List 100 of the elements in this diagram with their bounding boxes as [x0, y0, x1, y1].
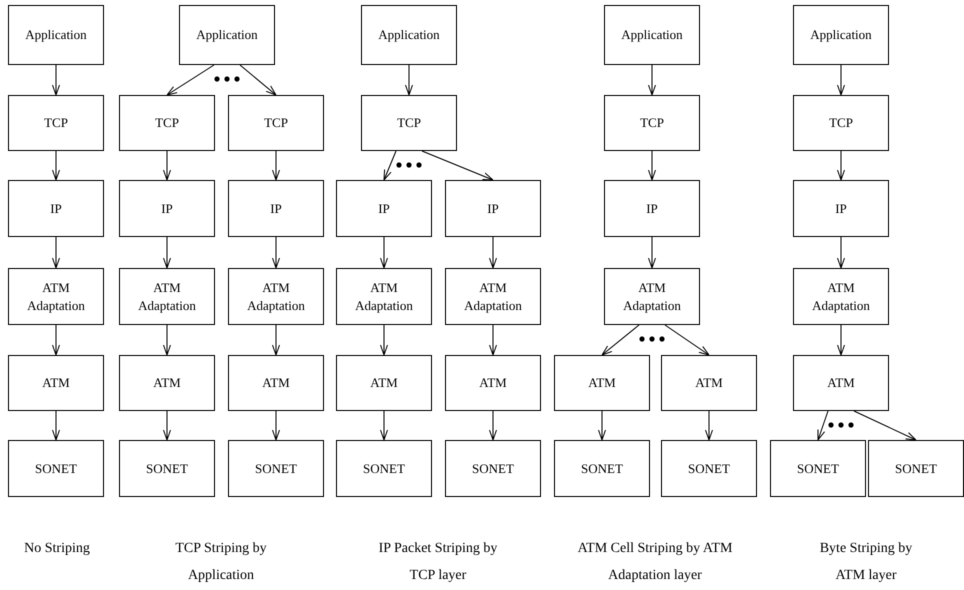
arrow: [489, 236, 497, 268]
arrow: [837, 236, 845, 268]
layer-name: ATM Adaptation: [26, 278, 86, 314]
layer-name: SONET: [363, 460, 405, 478]
layer-box: [8, 180, 104, 237]
layer-box: [228, 440, 324, 497]
layer-box: [228, 268, 324, 325]
arrow: [405, 64, 413, 96]
layer-name: SONET: [581, 460, 623, 478]
layer-box: [336, 268, 432, 325]
caption: TCP Striping by Application: [174, 540, 268, 585]
layer-name: IP: [835, 200, 847, 218]
layer-box: [119, 440, 215, 497]
layer-box: [868, 440, 964, 497]
layer-box: [119, 180, 215, 237]
arrow: [837, 64, 845, 96]
layer-name: ATM: [827, 374, 855, 392]
arrow: [272, 410, 280, 440]
layer-box: [793, 5, 889, 65]
layer-box: [361, 95, 457, 151]
layer-name: SONET: [146, 460, 188, 478]
arrow: [52, 236, 60, 268]
arrow: [163, 324, 171, 356]
layer-box: [793, 95, 889, 151]
layer-name: TCP: [397, 114, 421, 132]
layer-name: Application: [810, 26, 872, 44]
arrow: [52, 324, 60, 356]
layer-name: ATM: [42, 374, 70, 392]
layer-name: ATM: [262, 374, 290, 392]
layer-box: [793, 355, 889, 411]
layer-box: [445, 180, 541, 237]
layer-name: SONET: [688, 460, 730, 478]
layer-box: [793, 268, 889, 325]
layer-box: [179, 5, 275, 65]
layer-name: ATM: [695, 374, 723, 392]
caption: ATM Cell Striping by ATM Adaptation layer: [576, 540, 734, 585]
layer-box: [554, 440, 650, 497]
layer-name: IP: [270, 200, 282, 218]
layer-name: IP: [378, 200, 390, 218]
layer-name: TCP: [640, 114, 664, 132]
layer-name: Application: [25, 26, 87, 44]
layer-name: IP: [161, 200, 173, 218]
layer-name: ATM Adaptation: [463, 278, 523, 314]
layer-box: [445, 355, 541, 411]
arrow: [272, 150, 280, 180]
arrow: [272, 324, 280, 356]
arrow: [854, 410, 916, 440]
layer-name: SONET: [895, 460, 937, 478]
layer-box: [445, 268, 541, 325]
arrow: [380, 410, 388, 440]
layer-box: [445, 440, 541, 497]
caption: No Striping: [23, 540, 91, 558]
arrow: [272, 236, 280, 268]
layer-box: [361, 5, 457, 65]
layer-box: [604, 180, 700, 237]
layer-name: TCP: [155, 114, 179, 132]
arrow: [163, 410, 171, 440]
layer-box: [604, 268, 700, 325]
arrow: [837, 150, 845, 180]
arrow: [648, 236, 656, 268]
arrow: [163, 236, 171, 268]
arrow: [380, 324, 388, 356]
layer-box: [336, 440, 432, 497]
layer-box: [119, 268, 215, 325]
arrow: [422, 150, 494, 180]
layer-box: [793, 180, 889, 237]
layer-name: Application: [196, 26, 258, 44]
layer-name: ATM: [153, 374, 181, 392]
layer-box: [770, 440, 866, 497]
layer-box: [554, 355, 650, 411]
layer-name: ATM: [370, 374, 398, 392]
layer-name: IP: [646, 200, 658, 218]
arrow: [163, 150, 171, 180]
arrow: [648, 150, 656, 180]
arrow: [598, 410, 606, 440]
layer-name: ATM: [588, 374, 616, 392]
caption: IP Packet Striping by TCP layer: [378, 540, 498, 585]
arrow: [489, 324, 497, 356]
layer-box: [8, 268, 104, 325]
layer-box: [228, 355, 324, 411]
layer-name: TCP: [44, 114, 68, 132]
layer-name: Application: [621, 26, 683, 44]
arrow: [380, 236, 388, 268]
layer-box: [336, 180, 432, 237]
layer-box: [228, 95, 324, 151]
layer-name: ATM Adaptation: [137, 278, 197, 314]
layer-name: TCP: [264, 114, 288, 132]
layer-name: ATM Adaptation: [354, 278, 414, 314]
layer-name: ATM Adaptation: [622, 278, 682, 314]
layer-box: [228, 180, 324, 237]
layer-box: [336, 355, 432, 411]
arrow: [837, 324, 845, 356]
layer-box: [661, 440, 757, 497]
layer-name: TCP: [829, 114, 853, 132]
arrow: [52, 64, 60, 96]
layer-box: [8, 440, 104, 497]
arrow: [489, 410, 497, 440]
layer-box: [661, 355, 757, 411]
layer-name: SONET: [255, 460, 297, 478]
arrow: [648, 64, 656, 96]
